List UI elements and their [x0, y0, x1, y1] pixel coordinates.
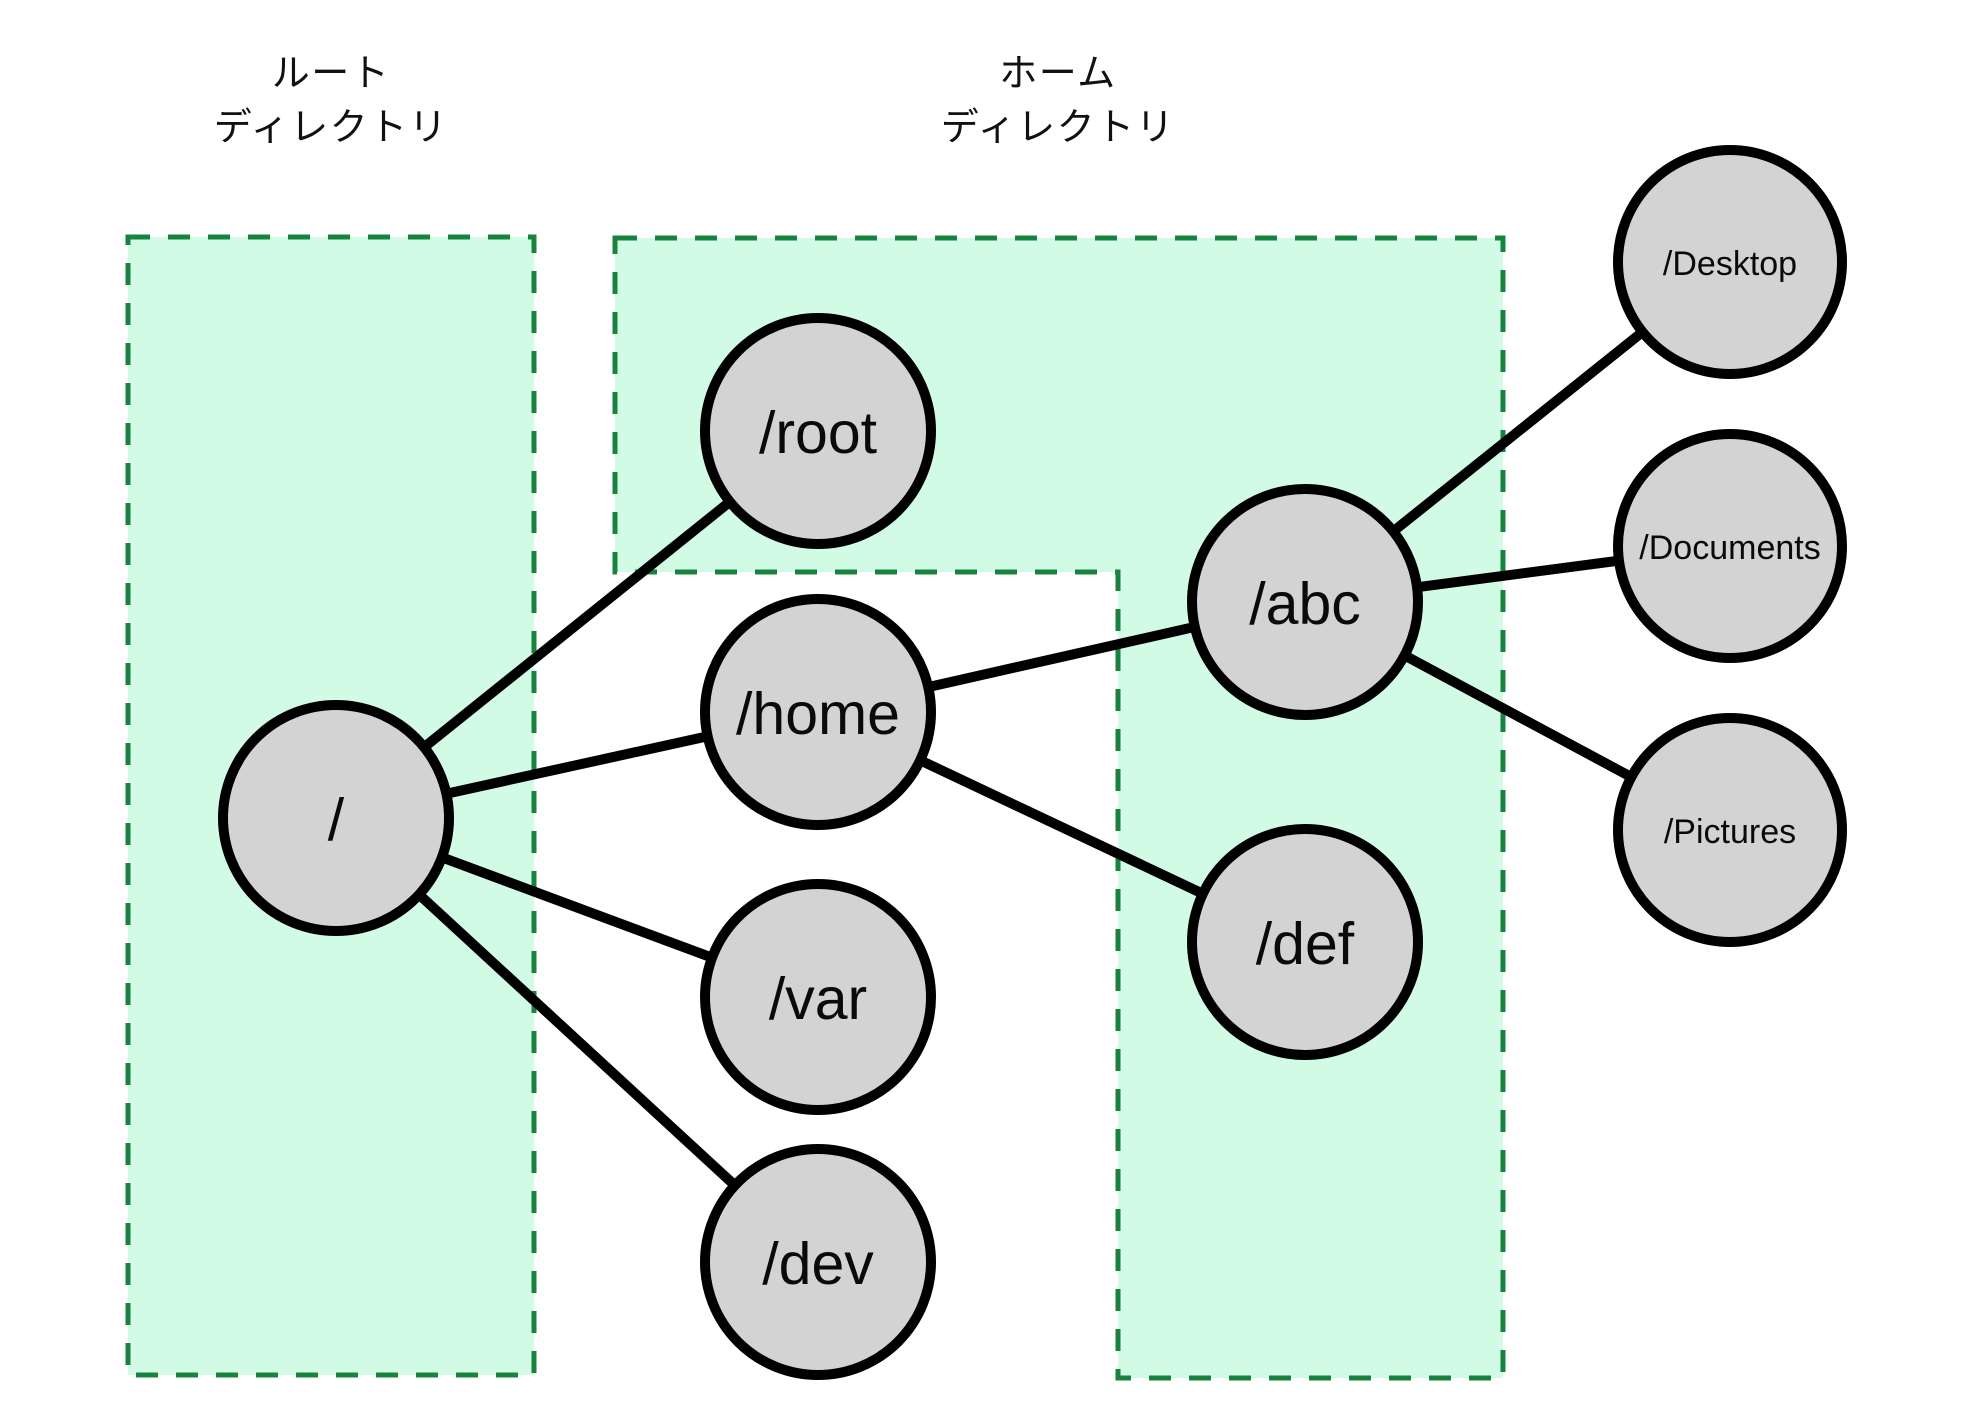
node-def[interactable]: /def [1187, 824, 1423, 1060]
node-home-circle[interactable] [700, 594, 936, 830]
node-rootdir-label: /root [759, 400, 877, 466]
node-desktop[interactable]: /Desktop [1613, 145, 1847, 379]
node-documents-circle[interactable] [1613, 429, 1847, 663]
node-rootdir-circle[interactable] [700, 313, 936, 549]
node-root-label: / [328, 787, 345, 853]
node-pictures-circle[interactable] [1613, 713, 1847, 947]
node-def-label: /def [1256, 911, 1355, 977]
region-outlines [125, 234, 1506, 1381]
node-dev[interactable]: /dev [700, 1144, 936, 1380]
node-abc-circle[interactable] [1187, 484, 1423, 720]
node-var-circle[interactable] [700, 879, 936, 1115]
node-home-label: /home [736, 681, 900, 747]
node-pictures[interactable]: /Pictures [1613, 713, 1847, 947]
node-dev-circle[interactable] [700, 1144, 936, 1380]
node-var-label: /var [769, 966, 867, 1032]
node-root[interactable]: / [218, 700, 454, 936]
home-directory-caption: ホーム ディレクトリ [940, 53, 1176, 149]
region-fills [128, 237, 1503, 1378]
home-directory-region-border [612, 235, 1506, 1381]
node-home[interactable]: /home [700, 594, 936, 830]
node-abc-label: /abc [1249, 571, 1361, 637]
node-def-circle[interactable] [1187, 824, 1423, 1060]
node-abc[interactable]: /abc [1187, 484, 1423, 720]
node-desktop-circle[interactable] [1613, 145, 1847, 379]
node-root-circle[interactable] [218, 700, 454, 936]
nodes: / /root /home /var /dev /abc [218, 145, 1847, 1380]
node-rootdir[interactable]: /root [700, 313, 936, 549]
node-desktop-label: /Desktop [1663, 245, 1797, 283]
root-directory-region-border [125, 234, 537, 1378]
node-documents[interactable]: /Documents [1613, 429, 1847, 663]
node-var[interactable]: /var [700, 879, 936, 1115]
root-directory-caption: ルート ディレクトリ [213, 53, 449, 149]
node-pictures-label: /Pictures [1664, 813, 1796, 851]
node-dev-label: /dev [762, 1231, 874, 1297]
node-documents-label: /Documents [1639, 529, 1820, 567]
